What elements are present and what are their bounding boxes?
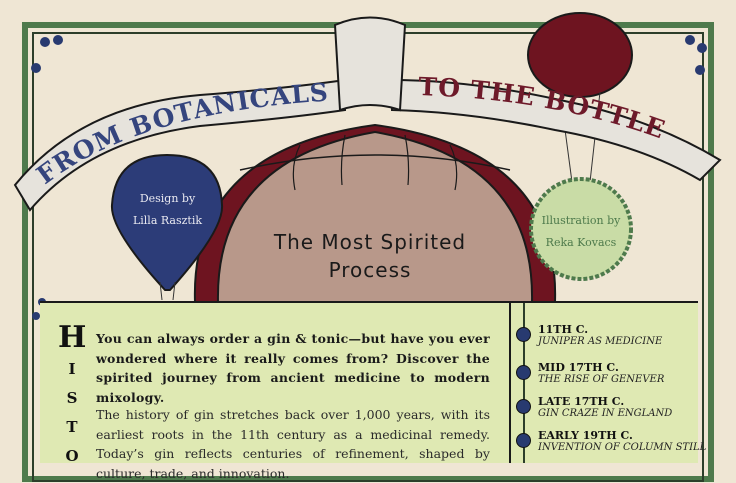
body-text: The history of gin stretches back over 1… — [96, 407, 490, 481]
design-label: Design by — [139, 192, 196, 205]
juniper-berry-icon — [516, 327, 531, 342]
juniper-berry-icon — [516, 399, 531, 414]
illustration-credit: Illustration by Reka Kovacs — [531, 210, 631, 254]
subtitle: The Most Spirited Process — [225, 228, 515, 284]
header-illustration: FROM BOTANICALS TO THE BOTTLE — [13, 12, 722, 320]
heading-letter: H — [58, 320, 87, 355]
design-credit: Design by Lilla Rasztik — [120, 188, 215, 232]
timeline-desc: JUNIPER AS MEDICINE — [538, 336, 663, 347]
timeline-date: LATE 17TH C. — [538, 395, 625, 408]
vertical-heading: H I S T O — [58, 321, 86, 471]
timeline-desc: THE RISE OF GENEVER — [538, 374, 665, 385]
juniper-berry-icon — [516, 365, 531, 380]
heading-letter: O — [65, 447, 79, 465]
timeline-date: MID 17TH C. — [538, 361, 619, 374]
main-balloon-icon — [193, 123, 557, 303]
blue-balloon-icon — [110, 153, 224, 301]
illustration-credit-badge — [529, 177, 633, 281]
timeline-line — [523, 303, 525, 463]
intro-text: You can always order a gin & tonic—but h… — [96, 331, 490, 405]
timeline: 11TH C. JUNIPER AS MEDICINE MID 17TH C. … — [514, 303, 706, 463]
juniper-berry-icon — [516, 433, 531, 448]
red-balloon-icon — [527, 12, 633, 183]
timeline-desc: INVENTION OF COLUMN STILL — [538, 442, 707, 453]
heading-letter: I — [68, 360, 76, 378]
timeline-date: 11TH C. — [538, 323, 589, 336]
subtitle-line-1: The Most Spirited — [273, 230, 467, 254]
divider — [509, 303, 511, 463]
history-panel: H I S T O You can always order a gin & t… — [40, 301, 706, 481]
illustration-name: Reka Kovacs — [545, 236, 617, 249]
heading-letter: T — [66, 418, 78, 436]
design-name: Lilla Rasztik — [132, 214, 203, 227]
title-banner — [13, 16, 722, 212]
subtitle-line-2: Process — [328, 258, 412, 282]
illustration-label: Illustration by — [541, 214, 621, 227]
timeline-desc: GIN CRAZE IN ENGLAND — [538, 408, 673, 419]
timeline-date: EARLY 19TH C. — [538, 429, 633, 442]
heading-letter: S — [66, 389, 78, 407]
